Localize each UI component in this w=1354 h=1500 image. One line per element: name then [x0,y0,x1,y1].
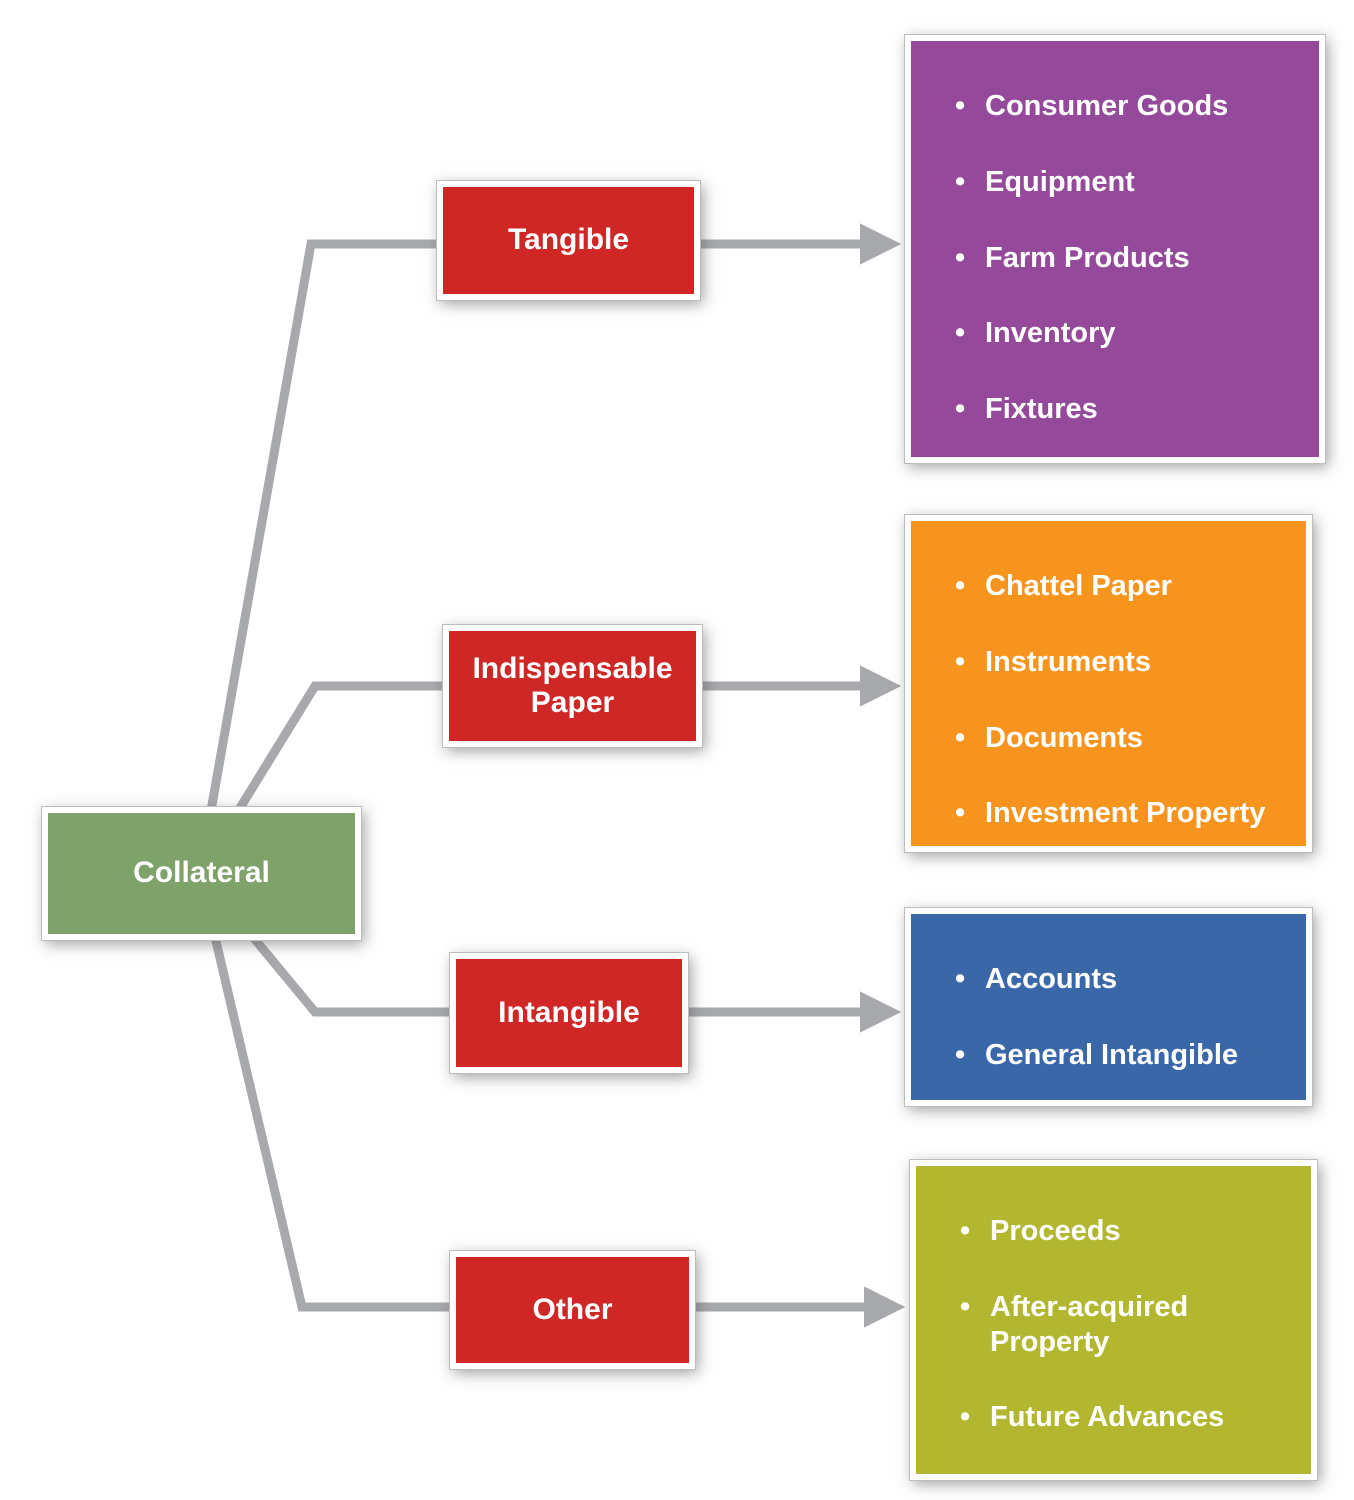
tangible-node: Tangible [437,181,700,300]
other-panel: Proceeds After-acquired Property Future … [910,1160,1317,1480]
connector-root-other [195,871,450,1312]
tangible-panel: Consumer Goods Equipment Farm Products I… [905,35,1325,463]
indispensable-paper-node-label: Indispensable Paper [472,651,673,720]
intangible-node: Intangible [450,953,688,1073]
panel-item: Inventory [955,316,1289,351]
indispensable-paper-panel: Chattel Paper Instruments Documents Inve… [905,515,1312,852]
panel-item: Documents [955,721,1276,756]
panel-item: Accounts [955,962,1276,997]
panel-item: Chattel Paper [955,569,1276,604]
other-item-list: Proceeds After-acquired Property Future … [960,1214,1281,1435]
connector-root-tangible [195,239,437,874]
panel-item: Instruments [955,645,1276,680]
intangible-node-label: Intangible [498,995,640,1029]
panel-item: Future Advances [960,1400,1281,1435]
other-node-label: Other [532,1292,613,1326]
panel-item: Consumer Goods [955,89,1289,124]
panel-item: Equipment [955,165,1289,200]
tangible-node-label: Tangible [507,223,630,257]
collateral-node: Collateral [42,807,361,940]
panel-item: After-acquired Property [960,1290,1281,1360]
intangible-item-list: Accounts General Intangible [955,962,1276,1073]
panel-item: Farm Products [955,241,1289,276]
panel-item: Investment Property [955,796,1276,831]
collateral-node-label: Collateral [133,856,270,890]
tangible-item-list: Consumer Goods Equipment Farm Products I… [955,89,1289,427]
panel-item: General Intangible [955,1038,1276,1073]
other-node: Other [450,1251,695,1369]
indispensable-paper-node: Indispensable Paper [443,625,702,747]
indispensable-paper-item-list: Chattel Paper Instruments Documents Inve… [955,569,1276,831]
intangible-panel: Accounts General Intangible [905,908,1312,1106]
panel-item: Proceeds [960,1214,1281,1249]
panel-item: Fixtures [955,392,1289,427]
